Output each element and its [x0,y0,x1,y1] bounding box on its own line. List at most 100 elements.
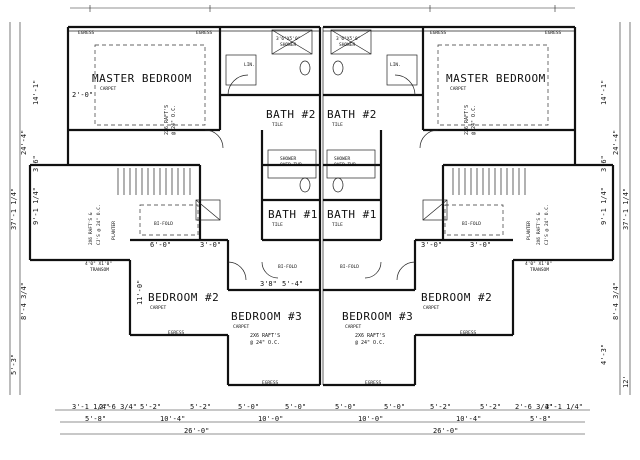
master-bedroom-right-finish: CARPET [450,86,467,92]
bifold-right-1: BI-FOLD [462,221,481,227]
dim-b1-7: 5'-0" [384,403,405,411]
master-left-rafter-spacing: @ 24" O.C. [171,105,177,135]
bedroom3-left-label: BEDROOM #3 [231,310,302,323]
bath2-right-finish: TILE [332,122,343,128]
dim-b1-5: 5'-0" [285,403,306,411]
dim-b2-1: 10'-4" [160,415,185,423]
raft-note-right-1: 2X6 RAFT'S & [536,212,542,245]
linen-right-label: LIN. [390,62,401,68]
dim-l-3: 37'-1 1/4" [10,188,18,230]
dim-l-2: 3'6" [32,155,40,172]
transom-right-2: TRANSOM [530,267,549,273]
left-unit-walls [28,25,324,387]
left-dimensions: 14'-1" 24'-4" 3'6" 37'-1 1/4" 9'-1 1/4" … [10,80,40,375]
bath2-left-label: BATH #2 [266,108,316,121]
raft-note-left-1: 2X6 RAFT'S & [88,212,94,245]
master-bedroom-right-label: MASTER BEDROOM [446,72,546,85]
dim-b1-1: 2'-6 3/4" [99,403,137,411]
dim-r-2: 3'6" [600,155,608,172]
master-right-rafter-spec: 2X6 RAFT'S [464,105,470,135]
bedroom2-left-finish: CARPET [150,305,167,311]
bath1-left-finish: TILE [272,222,283,228]
dim-l-0: 14'-1" [32,80,40,105]
dim-s-1: 6'-0" [150,241,171,249]
dimension-lines [9,5,631,435]
dim-s-6: 3'8" [260,280,277,288]
egress-label-1: EGRESS [78,30,95,36]
shower-right-note: SHOWER [339,42,356,48]
egress-label-4: EGRESS [545,30,562,36]
shower-size-right: 3'6"X5'0" [336,36,360,42]
bedroom3-right-finish: CARPET [345,324,362,330]
dim-l-4: 9'-1 1/4" [32,187,40,225]
dim-b2-3: 10'-0" [358,415,383,423]
dim-s-5: 5'-4" [282,280,303,288]
dim-b3-1: 26'-0" [433,427,458,435]
bedroom3-left-finish: CARPET [233,324,250,330]
dim-r-6: 4'-3" [600,344,608,365]
transom-right-1: 4'0" X1'0" [525,261,552,267]
dim-b1-4: 5'-0" [238,403,259,411]
dim-l-1: 24'-4" [20,130,28,155]
egress-label-6: EGRESS [460,330,477,336]
dim-l-5: 8'-4 3/4" [20,282,28,320]
dim-b1-11: 3'-1 1/4" [545,403,583,411]
bedroom2-left-label: BEDROOM #2 [148,291,219,304]
bedroom2-right-finish: CARPET [423,305,440,311]
dim-l-6: 5'-3" [10,354,18,375]
egress-label-2: EGRESS [196,30,213,36]
linen-left-label: LIN. [244,62,255,68]
bedroom3-right-label: BEDROOM #3 [342,310,413,323]
dim-s-7: 11'-0" [136,280,144,305]
bifold-right-2: BI-FOLD [340,264,359,270]
shower-size-left: 3'6"X5'0" [276,36,300,42]
dim-b2-0: 5'-8" [85,415,106,423]
bottom-dimension-row3: 26'-0" 26'-0" [184,427,458,435]
bottom-dimension-row2: 5'-8" 10'-4" 10'-0" 10'-0" 10'-4" 5'-8" [85,415,551,423]
egress-label-3: EGRESS [430,30,447,36]
planter-right: PLANTER [526,221,532,240]
bottom-dimension-row1: 3'-1 1/4" 2'-6 3/4" 5'-2" 5'-2" 5'-0" 5'… [72,403,583,411]
dim-r-3: 37'-1 1/4" [622,188,630,230]
bath1-left-label: BATH #1 [268,208,318,221]
bath1-right-label: BATH #1 [327,208,377,221]
egress-label-8: EGRESS [365,380,382,386]
raft-note-right-2: CJ'S @ 24" O.C. [544,204,550,245]
right-dimensions: 14'-1" 24'-4" 3'6" 37'-1 1/4" 9'-1 1/4" … [600,80,630,388]
bath2-right-label: BATH #2 [327,108,377,121]
dim-r-1: 24'-4" [612,130,620,155]
dim-s-0: 2'-0" [72,91,93,99]
transom-left-1: 4'0" X1'0" [85,261,112,267]
right-unit-walls [323,25,615,387]
tub-left-note-1: SHOWER [280,156,297,162]
bedroom2-right-label: BEDROOM #2 [421,291,492,304]
tub-right-note-1: SHOWER [334,156,351,162]
dim-b1-10: 2'-6 3/4" [515,403,553,411]
master-bedroom-left-finish: CARPET [100,86,117,92]
planter-left: PLANTER [111,221,117,240]
shower-left-note: SHOWER [280,42,297,48]
raft-note-left-2: CJ'S @ 24" O.C. [96,204,102,245]
bath1-right-finish: TILE [332,222,343,228]
tub-left-note-2: OVER TUB [280,162,302,168]
dim-s-2: 3'-0" [200,241,221,249]
master-right-rafter-spacing: @ 24" O.C. [471,105,477,135]
bedroom3-right-spec1: 2X6 RAFT'S [355,333,385,339]
fixtures [94,29,549,281]
tub-right-note-2: OVER TUB [334,162,356,168]
dim-s-4: 3'-0" [470,241,491,249]
egress-label-5: EGRESS [168,330,185,336]
bifold-left-1: BI-FOLD [154,221,173,227]
dim-r-5: 8'-4 3/4" [612,282,620,320]
master-left-rafter-spec: 2X6 RAFT'S [164,105,170,135]
egress-label-7: EGRESS [262,380,279,386]
bifold-left-2: BI-FOLD [278,264,297,270]
master-bedroom-left-label: MASTER BEDROOM [92,72,192,85]
dim-b1-0: 3'-1 1/4" [72,403,110,411]
dim-b1-8: 5'-2" [430,403,451,411]
dim-b2-2: 10'-0" [258,415,283,423]
bedroom3-right-spec2: @ 24" O.C. [355,340,385,346]
dim-r-0: 14'-1" [600,80,608,105]
bedroom3-left-spec2: @ 24" O.C. [250,340,280,346]
